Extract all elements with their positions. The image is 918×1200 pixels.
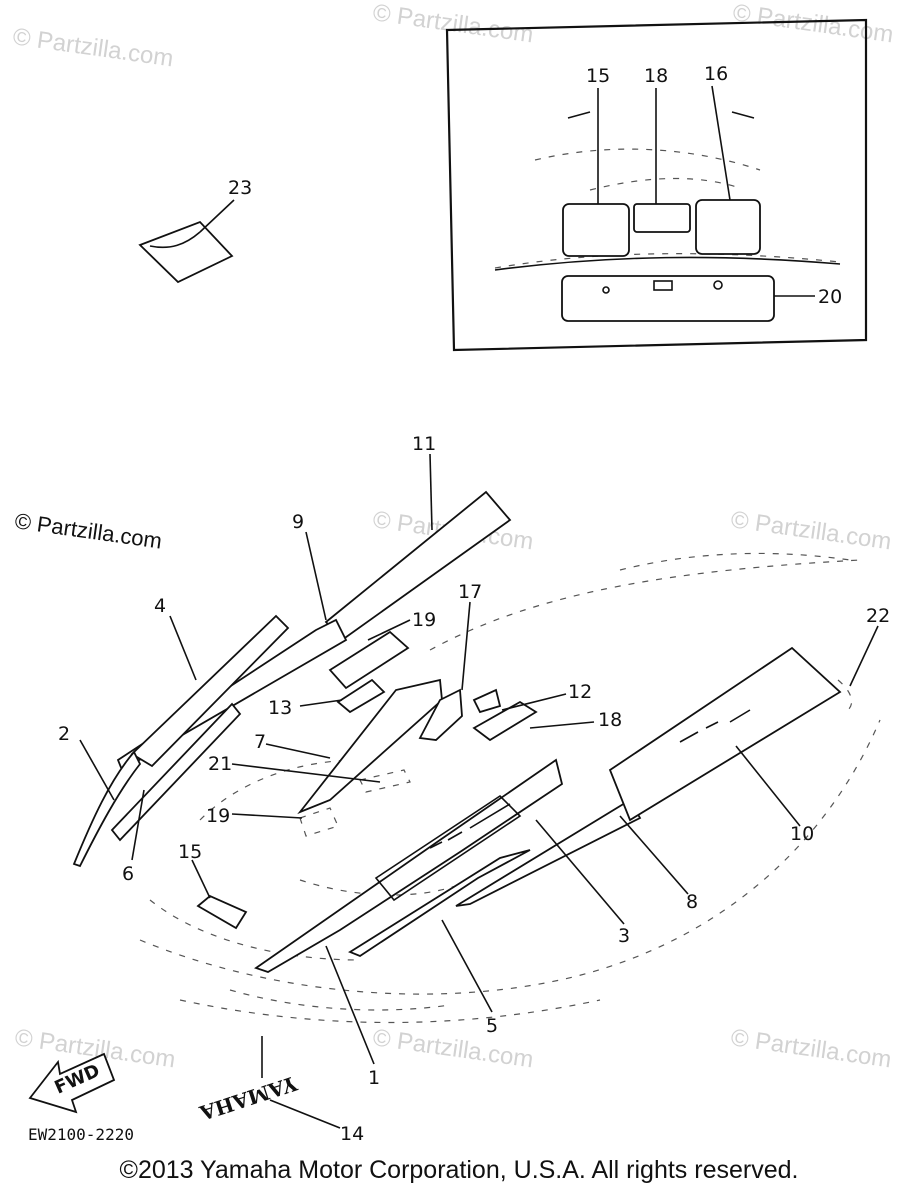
decal-19-top [328, 630, 410, 690]
callout-17: 17 [458, 581, 482, 603]
decal-5 [348, 849, 531, 958]
callout-2: 2 [58, 723, 70, 745]
yamaha-decal: YAMAHA [196, 1071, 300, 1125]
callout-20-inset: 20 [818, 286, 842, 308]
watermark: © Partzilla.com [731, 0, 895, 48]
decal-18-main [472, 700, 538, 742]
reference-code: EW2100-2220 [28, 1125, 134, 1144]
decal-21 [359, 769, 411, 793]
watermark: © Partzilla.com [729, 506, 893, 555]
callout-12: 12 [568, 681, 592, 703]
callout-10: 10 [790, 823, 814, 845]
callout-6: 6 [122, 863, 134, 885]
callout-18-inset: 18 [644, 65, 668, 87]
fwd-arrow-decal: FWD [28, 1052, 116, 1114]
callout-19-top: 19 [412, 609, 436, 631]
watermark: © Partzilla.com [13, 508, 163, 553]
leader-lines [79, 453, 879, 1129]
callout-11: 11 [412, 433, 436, 455]
inset-frame [445, 18, 868, 352]
decal-16-inset [695, 199, 761, 255]
callout-4: 4 [154, 595, 166, 617]
callout-13: 13 [268, 697, 292, 719]
callout-21: 21 [208, 753, 232, 775]
decal-22 [837, 679, 853, 711]
decal-20-plate [561, 275, 775, 322]
callout-9: 9 [292, 511, 304, 533]
watermark: © Partzilla.com [371, 0, 535, 48]
callout-1: 1 [368, 1067, 380, 1089]
callout-5: 5 [486, 1015, 498, 1037]
part-23-emblem: 23 [138, 177, 252, 284]
callout-22: 22 [866, 605, 890, 627]
callout-8: 8 [686, 891, 698, 913]
watermark: © Partzilla.com [729, 1024, 893, 1073]
decal-12 [472, 688, 502, 714]
inset-detail: 15 18 16 20 [445, 18, 868, 352]
main-callouts: 11 9 4 19 17 22 12 13 18 7 2 21 19 6 15 … [58, 433, 890, 1145]
decal-6 [110, 702, 242, 842]
callout-23: 23 [228, 177, 252, 199]
callout-3: 3 [618, 925, 630, 947]
callout-15-inset: 15 [586, 65, 610, 87]
callout-14: 14 [340, 1123, 364, 1145]
watermark: © Partzilla.com [371, 1024, 535, 1073]
decal-17 [418, 688, 463, 741]
callout-18-main: 18 [598, 709, 622, 731]
watermark: © Partzilla.com [11, 23, 175, 72]
callout-19-low: 19 [206, 805, 230, 827]
callout-7: 7 [254, 731, 266, 753]
decal-19-low [299, 807, 339, 837]
decal-10 [608, 646, 842, 822]
decal-7 [297, 678, 443, 815]
decal-13 [336, 678, 386, 714]
decal-3 [254, 758, 564, 973]
decal-18-inset [633, 203, 691, 233]
decal-15-inset [562, 203, 630, 257]
decal-3-panel [374, 794, 522, 902]
copyright-notice: ©2013 Yamaha Motor Corporation, U.S.A. A… [119, 1156, 799, 1184]
decal-8 [455, 798, 642, 907]
yamaha-label: YAMAHA [196, 1071, 300, 1125]
callout-15-main: 15 [178, 841, 202, 863]
decal-4 [130, 614, 290, 768]
decal-15-main [196, 894, 248, 930]
callout-16-inset: 16 [704, 63, 728, 85]
decal-stripes [72, 490, 853, 973]
decal-2 [72, 750, 142, 868]
